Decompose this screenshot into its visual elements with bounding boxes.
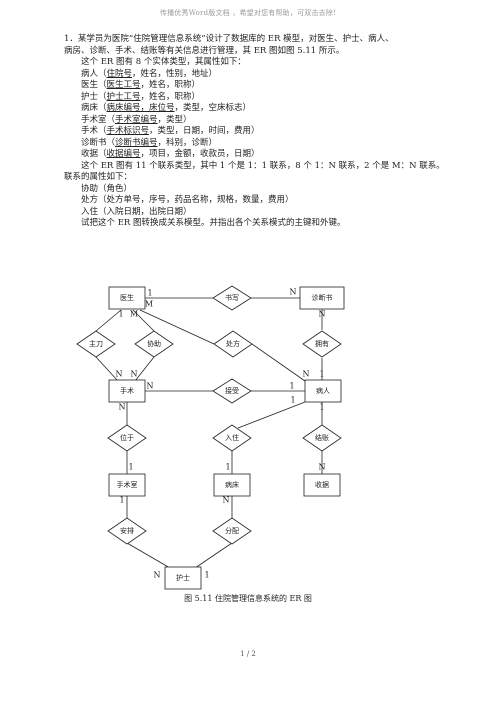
svg-text:医生: 医生 [120,293,134,302]
svg-text:协助: 协助 [147,339,161,348]
page-number: 1 / 2 [240,650,256,658]
relationship-has: 拥有 [302,330,342,358]
document-banner: 传播优秀Word版文档 ，希望对您有帮助，可双击去除! [159,9,337,17]
cardinality-label: 1 [319,403,324,412]
svg-text:位于: 位于 [120,433,134,442]
cardinality-label: 1 [290,396,295,405]
svg-text:收据: 收据 [315,480,329,489]
svg-text:分配: 分配 [225,526,239,535]
intro-line-1: 1．某学员为医院“住院管理信息系统”设计了数据库的 ER 模型，对医生、护士、病… [64,34,394,44]
entity-count-line: 这个 ER 图有 8 个实体类型，其属性如下： [81,57,246,67]
entity-attr-line: 诊断书（诊断书编号，科别，诊断） [81,137,218,148]
entity-surgery: 手术 [108,379,146,403]
svg-text:手术: 手术 [120,386,134,395]
entity-diagnosis: 诊断书 [299,286,345,310]
cardinality-label: 1 [119,496,124,505]
intro-line-2: 病房、诊断、手术、结账等有关信息进行管理，其 ER 图如图 5.11 所示。 [64,45,345,56]
relationship-settle: 结账 [302,424,342,452]
relationship-attr-line: 处方（处方单号，序号，药品名称，规格，数量，费用） [81,195,294,205]
cardinality-label: 1 [118,310,123,319]
relationship-located: 位于 [107,424,147,452]
relationship-admit: 入住 [212,424,252,452]
entity-attr-line: 收据（收据编号，项目，金额，收款员，日期） [81,149,260,159]
svg-text:护士: 护士 [176,573,190,582]
entity-attr-line: 病床（病床编号，床位号，类型，空床标志） [81,103,252,113]
relationship-assist: 协助 [134,330,174,358]
entity-attr-line: 医生（医生工号，姓名，职称） [81,80,201,90]
cardinality-label: N [154,571,161,580]
cardinality-label: N [303,370,310,379]
svg-text:接受: 接受 [225,386,239,395]
relationship-arrange: 安排 [107,517,147,545]
entity-attr-line: 手术（手术标识号，类型，日期，时间，费用） [81,126,260,136]
cardinality-label: N [223,496,230,505]
relationship-prescription: 处方 [213,330,253,358]
svg-text:安排: 安排 [120,526,134,535]
cardinality-label: 1 [319,370,324,379]
figure-caption: 图 5.11 住院管理信息系统的 ER 图 [184,594,312,603]
cardinality-label: N [319,463,326,472]
cardinality-label: 1 [225,463,230,472]
cardinality-label: N [147,382,154,391]
entity-bed: 病床 [213,473,251,497]
task-line: 试把这个 ER 图转换成关系模型。并指出各个关系模式的主键和外键。 [81,218,346,228]
svg-text:结账: 结账 [315,433,329,442]
relationship-attr-intro: 联系的属性如下： [64,172,133,182]
cardinality-label: 1 [128,463,133,472]
cardinality-label: N [131,370,138,379]
cardinality-label: M [145,300,153,309]
question-text: 1．某学员为医院“住院管理信息系统”设计了数据库的 ER 模型，对医生、护士、病… [64,34,445,230]
entity-doctor: 医生 [108,286,146,310]
svg-text:病床: 病床 [225,480,239,489]
svg-text:主刀: 主刀 [89,339,103,348]
entity-operating-room: 手术室 [108,473,146,497]
cardinality-label: N [119,403,126,412]
svg-text:诊断书: 诊断书 [312,293,333,302]
relationship-count-line: 这个 ER 图有 11 个联系类型，其中 1 个是 1：1 联系，8 个 1：N… [81,160,445,171]
cardinality-label: N [290,288,297,297]
svg-text:手术室: 手术室 [117,480,138,489]
cardinality-label: 1 [147,289,152,298]
svg-text:入住: 入住 [225,433,239,442]
svg-text:病人: 病人 [316,386,330,395]
relationship-write: 书写 [212,285,252,311]
cardinality-label: N [116,370,123,379]
relationship-allocate: 分配 [212,517,252,545]
relationship-receive: 接受 [212,378,252,404]
entity-nurse: 护士 [164,566,202,590]
entity-attr-line: 手术室（手术室编号，类型） [81,114,192,125]
relationship-chief-surgeon: 主刀 [76,330,116,358]
entity-receipt: 收据 [303,473,341,497]
cardinality-label: 1 [204,571,209,580]
entity-attr-line: 护士（护士工号，姓名，职称） [81,91,201,102]
cardinality-label: 1 [289,382,294,391]
entity-attr-line: 病人（住院号，姓名，性别，地址） [81,68,218,79]
svg-text:书写: 书写 [225,293,239,302]
svg-text:拥有: 拥有 [315,339,329,348]
svg-text:处方: 处方 [226,339,240,348]
relationship-attr-line: 入住（入院日期，出院日期） [81,206,192,217]
cardinality-label: N [319,310,326,319]
entity-patient: 病人 [304,379,342,403]
cardinality-label: M [130,310,138,319]
relationship-attr-line: 协助（角色） [81,183,133,194]
